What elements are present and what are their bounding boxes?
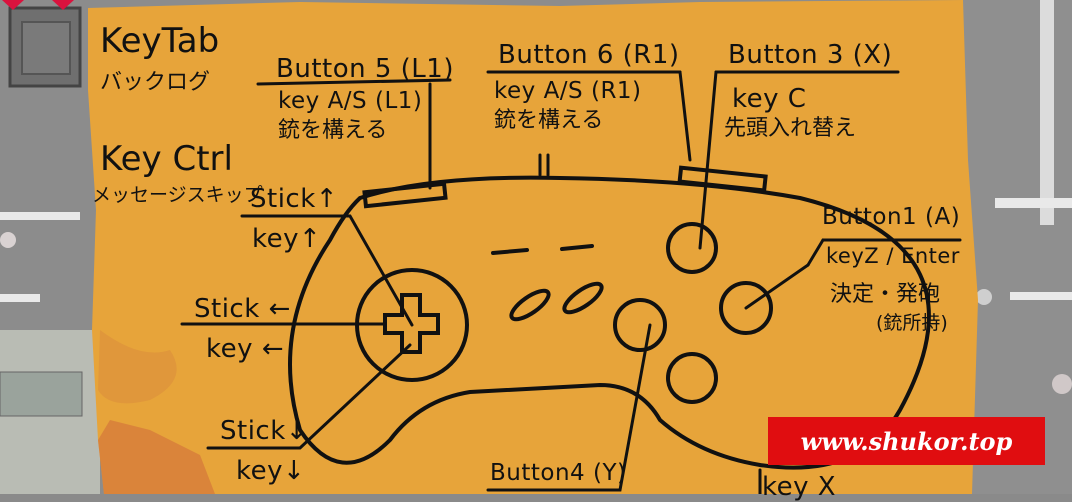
paper-note <box>88 0 978 494</box>
button6-desc: 銃を構える <box>494 108 604 133</box>
map-road-line-right <box>1010 292 1072 300</box>
bottom-right-key: key X <box>762 472 837 502</box>
button1-desc: 決定・発砲 <box>830 282 941 307</box>
button3-label: Button 3 (X) <box>728 40 893 70</box>
button6-key: key A/S (R1) <box>494 78 642 104</box>
button3-desc: 先頭入れ替え <box>724 116 857 141</box>
hud-hearts <box>2 0 74 10</box>
key-up-label: key↑ <box>252 224 322 254</box>
keytab-desc: バックログ <box>100 70 211 95</box>
heart-icon <box>2 0 24 10</box>
button1-label: Button1 (A) <box>822 204 961 230</box>
keyctrl-title: Key Ctrl <box>100 139 233 179</box>
paper-stain <box>98 420 215 494</box>
button3-key: key C <box>732 84 807 114</box>
stick-left-label: Stick ← <box>194 294 291 324</box>
button1-key: keyZ / Enter <box>826 244 960 268</box>
button5-label: Button 5 (L1) <box>276 54 454 84</box>
keyctrl-desc: メッセージスキップ <box>92 184 263 206</box>
map-road-line <box>995 198 1072 208</box>
heart-icon <box>52 0 74 10</box>
map-road-line-left <box>0 212 80 220</box>
map-road-line-left-2 <box>0 294 40 302</box>
button1-sub: (銃所持) <box>876 312 948 334</box>
map-railing <box>0 371 83 417</box>
map-crate-lid <box>21 21 71 75</box>
stick-down-label: Stick↓ <box>220 416 309 446</box>
character-sprite-right <box>1052 374 1072 394</box>
stick-up-label: Stick↑ <box>250 184 339 214</box>
button5-key: key A/S (L1) <box>278 88 423 114</box>
watermark: www.shukor.top <box>768 417 1045 465</box>
button6-label: Button 6 (R1) <box>498 40 680 70</box>
character-sprite-left <box>0 232 16 248</box>
key-left-label: key ← <box>206 334 285 364</box>
button5-desc: 銃を構える <box>278 118 388 143</box>
keytab-title: KeyTab <box>100 21 220 61</box>
button4-label: Button4 (Y) <box>490 460 627 486</box>
map-object-right <box>976 289 992 305</box>
leader-lines <box>180 70 962 494</box>
key-down-label: key↓ <box>236 456 306 486</box>
paper-stain-2 <box>98 330 177 404</box>
map-pillar <box>1040 0 1054 225</box>
